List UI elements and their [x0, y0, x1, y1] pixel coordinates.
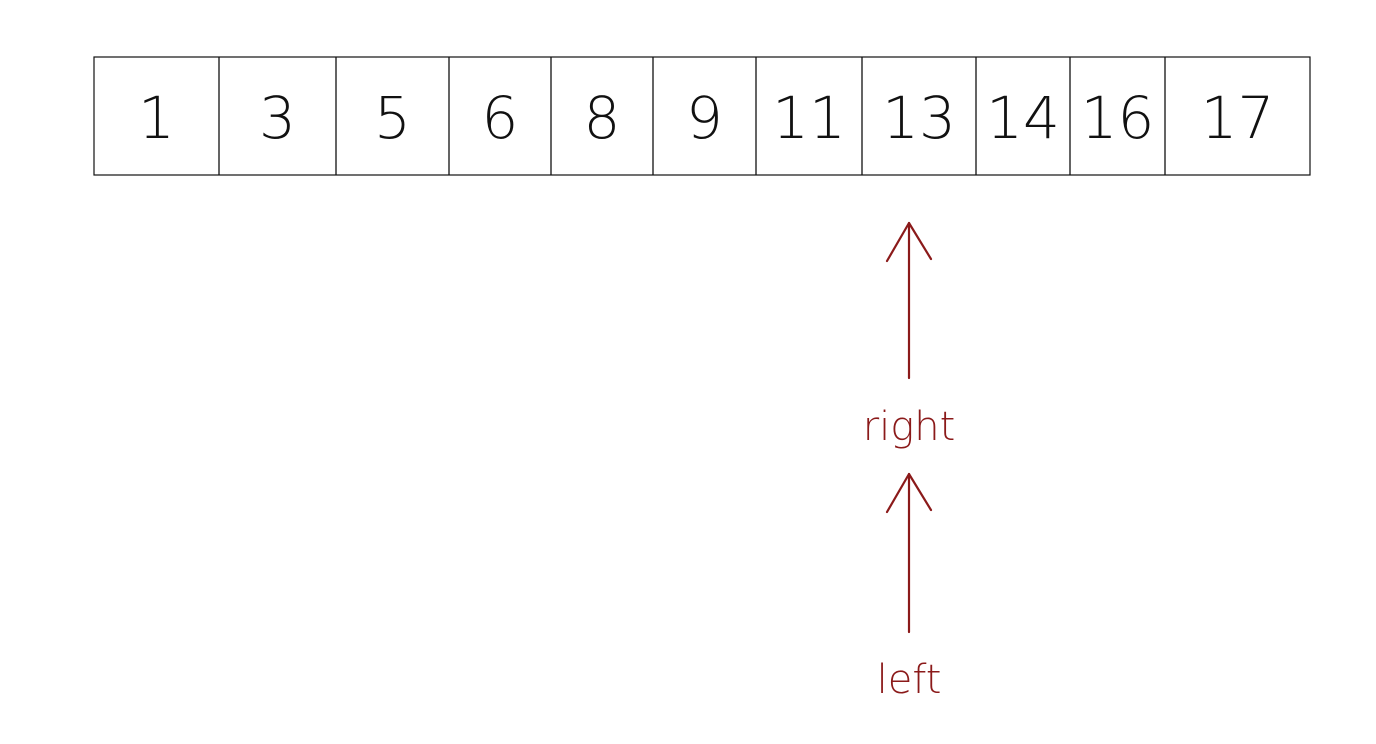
pointer-annotations: right left	[863, 221, 956, 703]
array-cell-value: 3	[259, 84, 296, 152]
right-pointer-label: right	[863, 404, 956, 450]
right-pointer: right	[863, 221, 956, 450]
array-cell-value: 5	[374, 84, 411, 152]
left-pointer: left	[877, 472, 942, 703]
array-cell-value: 1	[138, 84, 175, 152]
array-cell-value: 6	[482, 84, 519, 152]
array-cell-value: 14	[986, 84, 1060, 152]
array-cell-value: 13	[882, 84, 956, 152]
array-cell-value: 9	[686, 84, 723, 152]
array-outline	[93, 56, 1311, 176]
array-cell-value: 8	[584, 84, 621, 152]
right-arrow-head	[885, 221, 933, 263]
array-cell-value: 17	[1201, 84, 1275, 152]
left-arrow-head	[885, 472, 933, 514]
left-pointer-label: left	[877, 657, 942, 703]
array-cell-value: 16	[1081, 84, 1155, 152]
array-cell-value: 11	[772, 84, 846, 152]
